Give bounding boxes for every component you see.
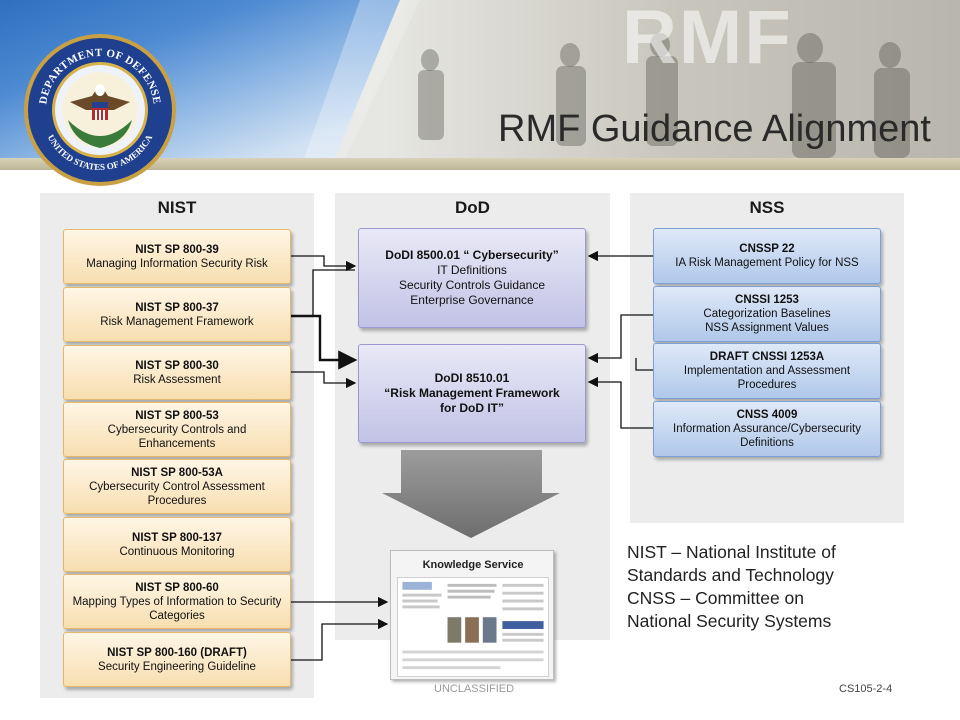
box-title: NIST SP 800-30 (135, 359, 219, 372)
page-title: RMF Guidance Alignment (498, 108, 931, 150)
box-desc: Security Engineering Guideline (98, 660, 256, 673)
box-desc: Definitions (740, 437, 794, 449)
box-title: DoDI 8510.01 (434, 371, 510, 385)
box-title: DRAFT CNSSI 1253A (709, 351, 825, 363)
knowledge-service-page-image (397, 577, 549, 677)
box-desc: Implementation and Assessment (683, 365, 851, 377)
box-title: CNSS 4009 (736, 409, 798, 421)
classification-label: UNCLASSIFIED (434, 683, 515, 695)
acronym-definitions: NIST – National Institute of Standards a… (627, 541, 836, 633)
box-desc: Categories (149, 609, 205, 622)
box-title: NIST SP 800-39 (135, 243, 219, 256)
dodi-8510-box: DoDI 8510.01 “Risk Management Framework … (358, 344, 586, 443)
box-title: NIST SP 800-37 (135, 301, 219, 314)
box-desc: Risk Management Framework (100, 315, 254, 328)
nist-sp-800-37-box: NIST SP 800-37 Risk Management Framework (63, 287, 291, 342)
nss-column-header: NSS (749, 198, 785, 217)
box-desc: Procedures (147, 494, 207, 507)
box-title: NIST SP 800-60 (135, 581, 219, 594)
box-desc: Managing Information Security Risk (86, 257, 268, 270)
box-title: CNSSI 1253 (735, 294, 799, 306)
header-bottom-band (0, 158, 960, 170)
box-desc: Enterprise Governance (410, 293, 534, 307)
knowledge-service-screenshot: Knowledge Service (390, 550, 554, 680)
box-desc: NSS Assignment Values (705, 322, 829, 334)
cnssi-1253-box: CNSSI 1253 Categorization Baselines NSS … (653, 286, 881, 342)
box-title: NIST SP 800-53 (135, 409, 219, 422)
box-desc: Cybersecurity Controls and (107, 423, 247, 436)
box-title: NIST SP 800-53A (131, 466, 223, 479)
box-desc: Procedures (737, 379, 797, 391)
soldiers-silhouettes (418, 33, 910, 158)
box-desc: for DoD IT” (440, 401, 504, 415)
box-desc: Security Controls Guidance (398, 278, 546, 292)
slide-code: CS105-2-4 (839, 683, 893, 695)
box-title: CNSSP 22 (739, 243, 795, 255)
box-desc: Enhancements (138, 437, 216, 450)
box-title: NIST SP 800-137 (132, 531, 222, 544)
definition-line: National Security Systems (627, 611, 832, 631)
box-desc: Risk Assessment (133, 373, 221, 386)
nist-sp-800-53a-box: NIST SP 800-53A Cybersecurity Control As… (63, 459, 291, 514)
definition-line: Standards and Technology (627, 565, 834, 585)
nist-column-header: NIST (157, 198, 197, 217)
box-desc: Mapping Types of Information to Security (72, 595, 282, 608)
nist-sp-800-60-box: NIST SP 800-60 Mapping Types of Informat… (63, 574, 291, 629)
definition-line: CNSS – Committee on (627, 588, 805, 608)
dodi-8500-box: DoDI 8500.01 “ Cybersecurity” IT Definit… (358, 228, 586, 328)
dod-seal-logo: DEPARTMENT OF DEFENSE UNITED STATES OF A… (24, 34, 176, 186)
nist-sp-800-39-box: NIST SP 800-39 Managing Information Secu… (63, 229, 291, 284)
box-desc: Categorization Baselines (703, 308, 831, 320)
knowledge-service-title: Knowledge Service (422, 559, 524, 571)
nist-sp-800-160-box: NIST SP 800-160 (DRAFT) Security Enginee… (63, 632, 291, 687)
nist-sp-800-53-box: NIST SP 800-53 Cybersecurity Controls an… (63, 402, 291, 457)
box-desc: Information Assurance/Cybersecurity (673, 423, 861, 435)
box-desc: “Risk Management Framework (384, 386, 560, 400)
cnssp-22-box: CNSSP 22 IA Risk Management Policy for N… (653, 228, 881, 284)
dod-column-header: DoD (455, 198, 490, 217)
rmf-watermark: RMF (622, 0, 793, 80)
box-desc: IA Risk Management Policy for NSS (675, 257, 859, 269)
box-title: DoDI 8500.01 “ Cybersecurity” (385, 248, 559, 262)
box-desc: Cybersecurity Control Assessment (89, 480, 265, 493)
nist-sp-800-137-box: NIST SP 800-137 Continuous Monitoring (63, 517, 291, 572)
cnssi-1253a-box: DRAFT CNSSI 1253A Implementation and Ass… (653, 343, 881, 399)
nist-sp-800-30-box: NIST SP 800-30 Risk Assessment (63, 345, 291, 400)
box-title: NIST SP 800-160 (DRAFT) (107, 646, 247, 659)
box-desc: Continuous Monitoring (119, 545, 235, 558)
box-desc: IT Definitions (437, 263, 507, 277)
definition-line: NIST – National Institute of (627, 542, 836, 562)
cnss-4009-box: CNSS 4009 Information Assurance/Cybersec… (653, 401, 881, 457)
